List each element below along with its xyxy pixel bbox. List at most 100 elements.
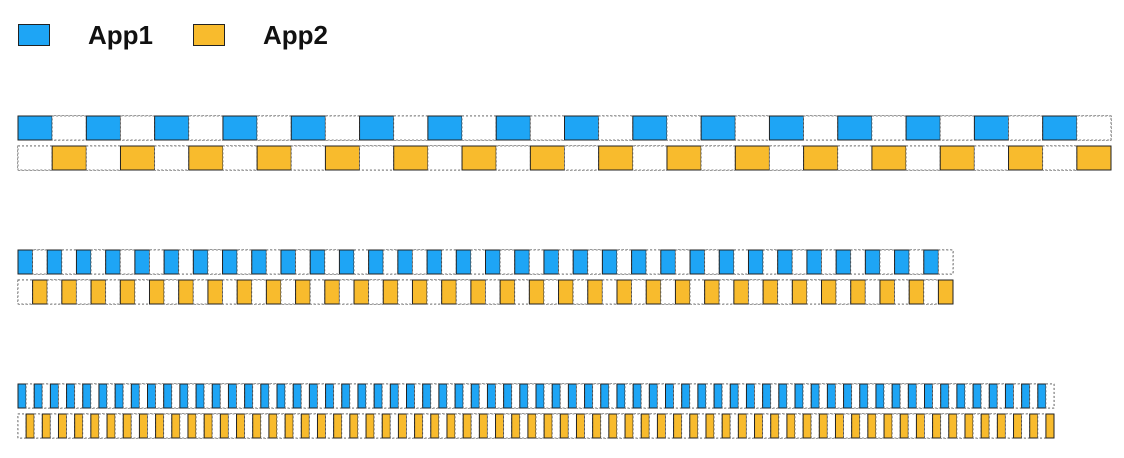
idle-slot [851, 383, 861, 409]
idle-slot [406, 413, 415, 439]
idle-slot [25, 383, 35, 409]
app2-slot [324, 145, 361, 171]
idle-slot [973, 145, 1009, 171]
app2-slot [871, 145, 907, 171]
idle-slot [519, 413, 529, 439]
app1-slot [66, 383, 76, 409]
app2-slot [1008, 145, 1044, 171]
idle-slot [499, 249, 516, 275]
app1-slot [601, 249, 618, 275]
app2-slot [511, 413, 521, 439]
app1-slot [455, 249, 472, 275]
app2-slot [640, 413, 650, 439]
app2-slot [575, 413, 586, 439]
app1-slot [325, 383, 335, 409]
idle-slot [746, 413, 755, 439]
idle-slot [681, 413, 691, 439]
idle-slot [187, 383, 197, 409]
idle-slot [276, 413, 286, 439]
app2-slot [964, 413, 974, 439]
idle-slot [82, 413, 92, 439]
app2-slot [495, 413, 505, 439]
app2-slot [148, 279, 165, 305]
app2-slot [851, 413, 861, 439]
idle-slot [891, 413, 901, 439]
app2-slot [559, 413, 569, 439]
idle-slot [748, 279, 764, 305]
app1-slot [564, 115, 600, 141]
app2-slot [461, 145, 497, 171]
idle-slot [899, 383, 909, 409]
app1-slot [1021, 383, 1031, 409]
app1-slot [859, 383, 869, 409]
app1-swatch [18, 24, 50, 46]
app2-slot [908, 279, 925, 305]
app1-slot [864, 249, 881, 275]
app2-slot [382, 279, 399, 305]
app2-slot [879, 279, 896, 305]
app2-slot [803, 145, 839, 171]
idle-slot [76, 279, 92, 305]
idle-slot [325, 413, 335, 439]
idle-slot [879, 249, 895, 275]
idle-slot [883, 383, 893, 409]
app1-slot [891, 383, 901, 409]
idle-slot [923, 279, 939, 305]
idle-slot [495, 145, 531, 171]
app1-slot [632, 115, 668, 141]
app2-slot [265, 279, 282, 305]
idle-slot [90, 249, 107, 275]
app1-slot [222, 249, 238, 275]
timeline-row-app1 [17, 249, 954, 275]
idle-slot [762, 249, 779, 275]
idle-slot [939, 115, 975, 141]
idle-slot [718, 279, 735, 305]
idle-slot [908, 249, 925, 275]
idle-slot [1042, 145, 1078, 171]
idle-slot [389, 413, 399, 439]
idle-slot [105, 279, 121, 305]
app2-slot [587, 279, 603, 305]
app2-slot [791, 279, 808, 305]
idle-slot [368, 279, 384, 305]
app1-slot [660, 249, 676, 275]
app2-slot [353, 279, 370, 305]
idle-slot [139, 383, 148, 409]
timeline-row-app1 [17, 383, 1055, 409]
idle-slot [980, 383, 990, 409]
app1-slot [49, 383, 59, 409]
idle-slot [988, 413, 998, 439]
idle-slot [514, 279, 530, 305]
app1-slot [924, 383, 934, 409]
idle-slot [770, 383, 780, 409]
app2-slot [850, 279, 866, 305]
app1-slot [373, 383, 383, 409]
idle-slot [163, 279, 180, 305]
app2-slot [462, 413, 472, 439]
app1-slot [427, 115, 463, 141]
app2-slot [446, 413, 456, 439]
idle-slot [1037, 413, 1047, 439]
idle-slot [818, 383, 828, 409]
app2-slot [529, 145, 565, 171]
app2-slot [939, 145, 975, 171]
idle-slot [859, 413, 869, 439]
idle-slot [511, 383, 521, 409]
app1-slot [485, 249, 501, 275]
idle-slot [905, 145, 941, 171]
idle-slot [324, 249, 340, 275]
app2-slot [414, 413, 424, 439]
app2-slot [441, 279, 457, 305]
app2-slot [734, 145, 770, 171]
idle-slot [551, 413, 561, 439]
app1-slot [211, 383, 221, 409]
idle-slot [705, 383, 715, 409]
app2-slot [51, 145, 87, 171]
idle-slot [244, 413, 254, 439]
idle-slot [422, 413, 432, 439]
app2-slot [528, 279, 545, 305]
idle-slot [61, 249, 77, 275]
app2-slot [818, 413, 828, 439]
idle-slot [147, 413, 156, 439]
app1-slot [426, 249, 443, 275]
